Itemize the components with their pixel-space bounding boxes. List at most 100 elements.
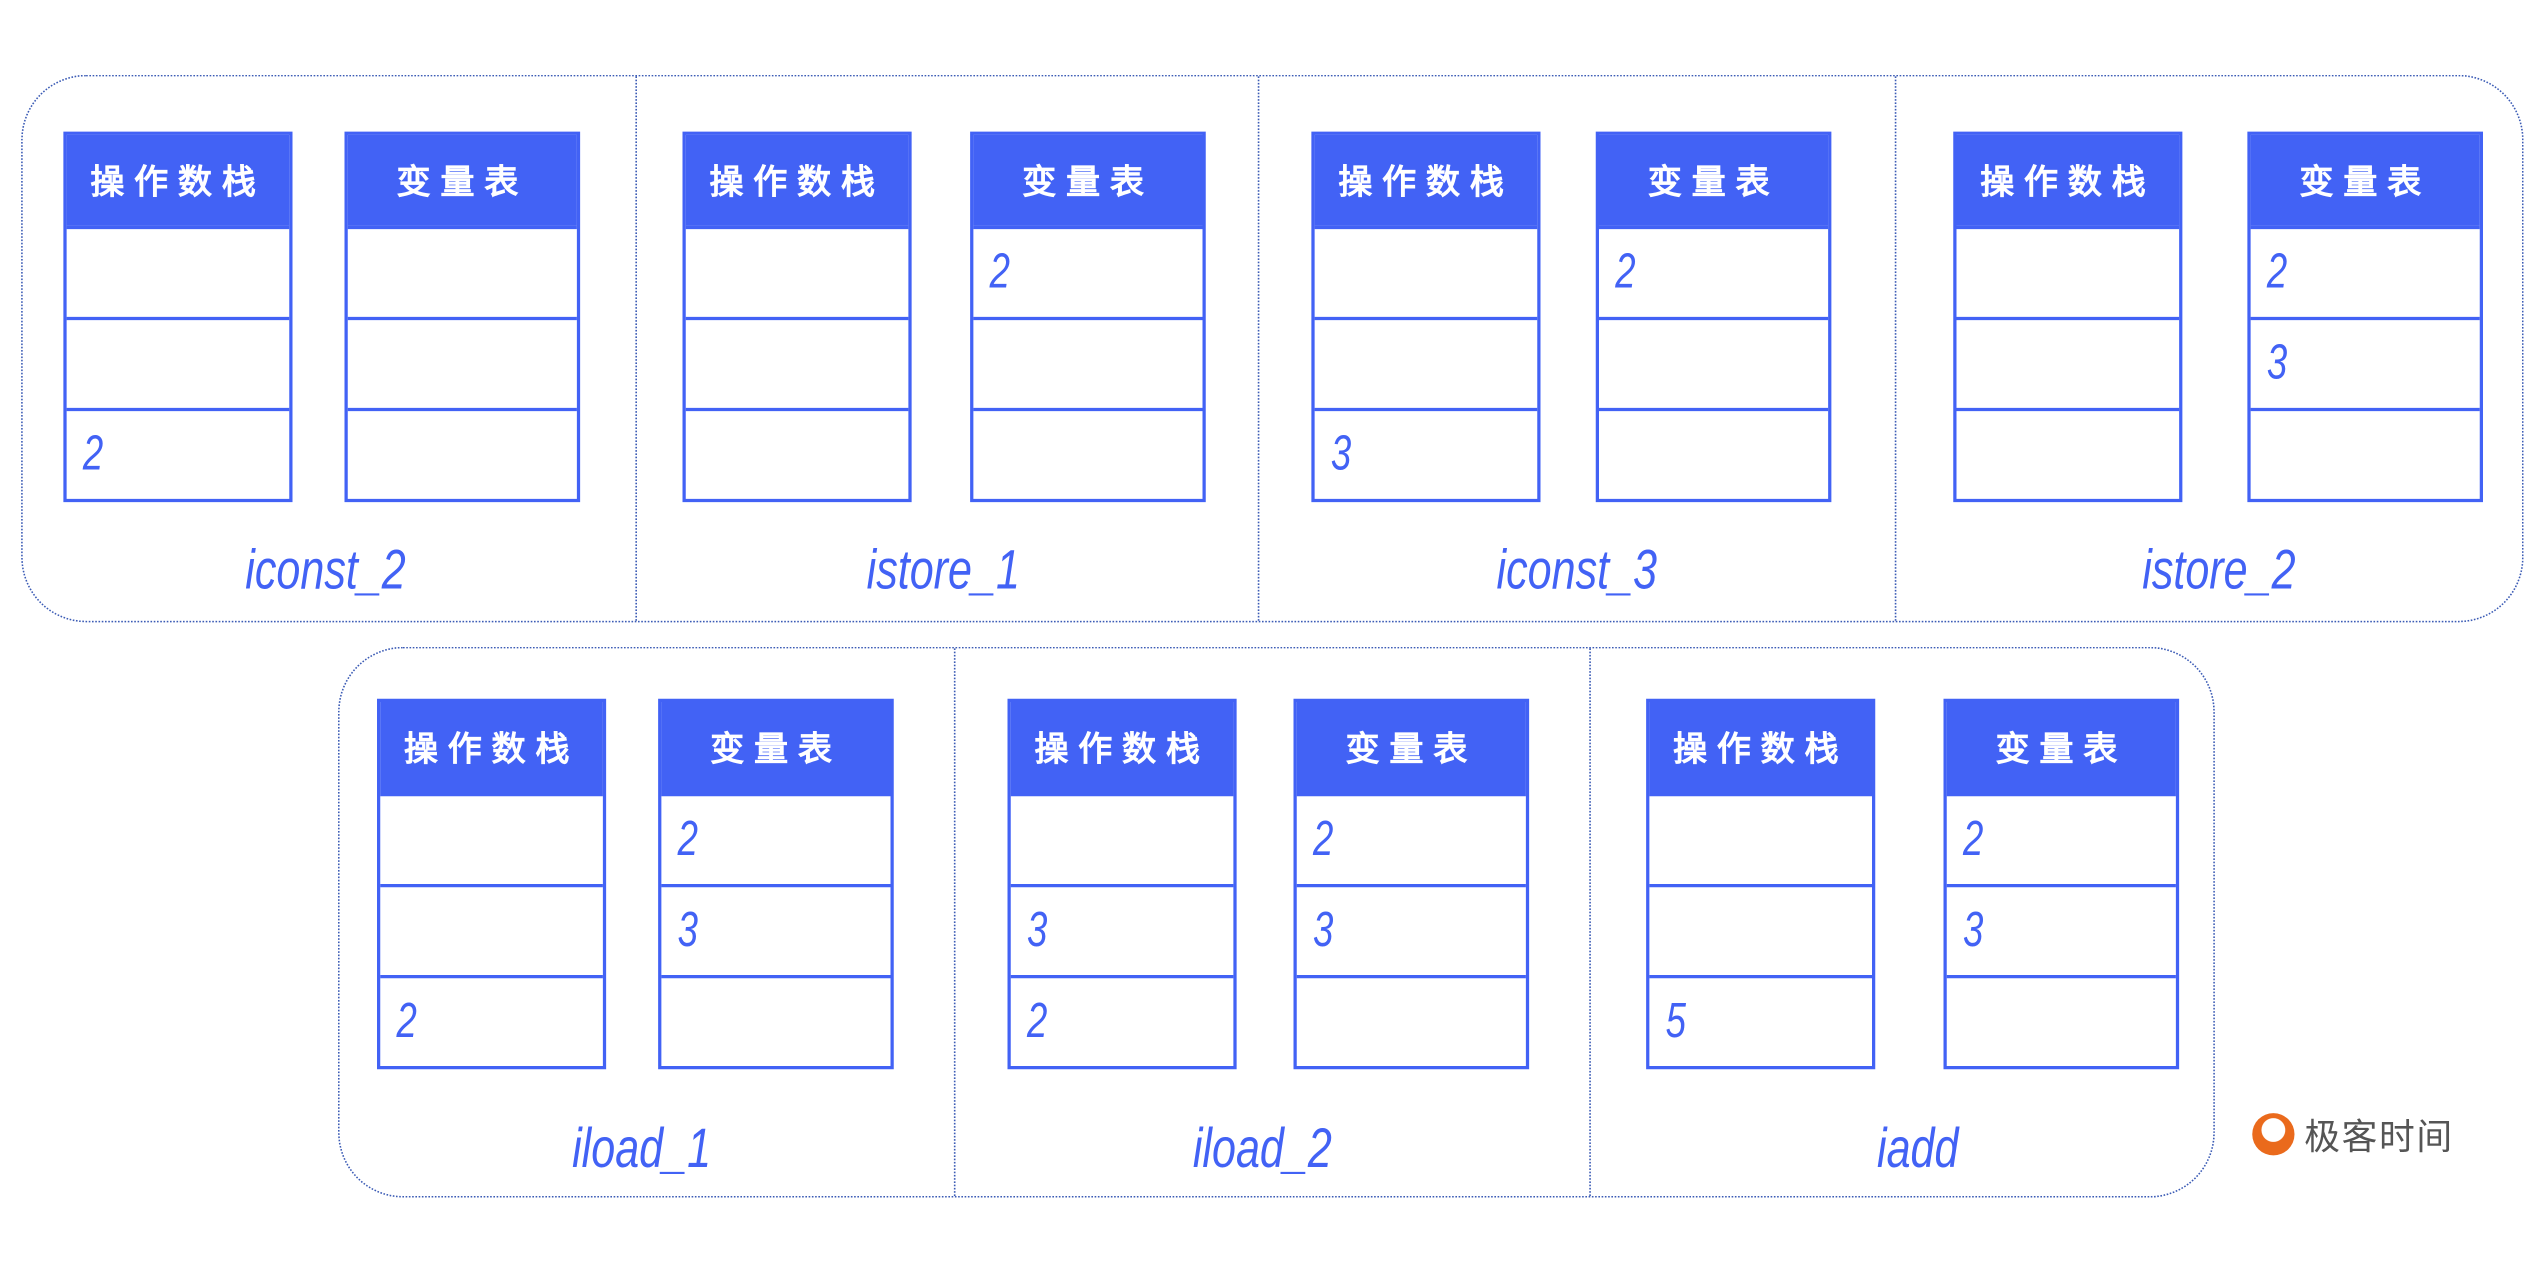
operand-stack-table-slot: 2 — [66, 407, 290, 499]
operand-stack-table-slot — [1649, 884, 1872, 975]
operand-stack-table-slot — [685, 316, 909, 408]
local-variable-table-slot — [1946, 975, 2176, 1066]
section-divider — [953, 648, 956, 1196]
operand-stack-table-value: 2 — [1027, 994, 1048, 1049]
operand-stack-table-slot — [685, 225, 909, 317]
instruction-label: iload_2 — [1019, 1118, 1507, 1181]
local-variable-table-slot — [1599, 407, 1829, 499]
local-variable-table-slot: 3 — [1296, 884, 1526, 975]
local-variable-table-header: 变量表 — [1946, 702, 2176, 793]
brand-name: 极客时间 — [2304, 1118, 2454, 1159]
local-variable-table-header: 变量表 — [2250, 134, 2480, 226]
local-variable-table-slot: 3 — [661, 884, 891, 975]
operand-stack-table-slot — [1956, 407, 2180, 499]
operand-stack-table-value: 3 — [1027, 903, 1048, 958]
operand-stack-table-slot — [66, 225, 290, 317]
local-variable-table-header: 变量表 — [1296, 702, 1526, 793]
local-variable-table-header: 变量表 — [347, 134, 577, 226]
operand-stack-table-header: 操作数栈 — [380, 702, 603, 793]
operand-stack-table-slot: 3 — [1010, 884, 1234, 975]
operand-stack-table: 操作数栈 5 — [1646, 698, 1876, 1070]
instruction-label: iconst_2 — [81, 540, 569, 603]
local-variable-table: 变量表 2 3 — [1293, 698, 1530, 1070]
local-variable-table-header: 变量表 — [1599, 134, 1829, 226]
operand-stack-table-slot: 3 — [1314, 407, 1538, 499]
local-variable-table-slot — [2250, 407, 2480, 499]
operand-stack-table-value: 5 — [1665, 994, 1686, 1049]
section-divider — [635, 76, 637, 621]
local-variable-table-slot: 2 — [2250, 225, 2480, 317]
operand-stack-table-value: 2 — [82, 427, 104, 481]
operand-stack-table-header: 操作数栈 — [1956, 134, 2180, 226]
operand-stack-table: 操作数栈 2 — [377, 698, 607, 1070]
instruction-label: istore_2 — [1974, 540, 2462, 603]
instruction-panel — [21, 74, 2524, 623]
local-variable-table-value: 2 — [677, 812, 698, 867]
operand-stack-table-slot — [1314, 225, 1538, 317]
operand-stack-table: 操作数栈 2 — [63, 131, 293, 503]
local-variable-table-slot: 2 — [1946, 793, 2176, 884]
local-variable-table-slot: 2 — [661, 793, 891, 884]
local-variable-table-slot — [661, 975, 891, 1066]
local-variable-table-slot: 2 — [1599, 225, 1829, 317]
local-variable-table-slot — [973, 407, 1203, 499]
local-variable-table: 变量表 2 — [1595, 131, 1832, 503]
instruction-label: iadd — [1674, 1118, 2162, 1181]
operand-stack-table-value: 2 — [396, 994, 417, 1049]
operand-stack-table: 操作数栈 — [1953, 131, 2183, 503]
local-variable-table-value: 3 — [1963, 903, 1984, 958]
operand-stack-table-header: 操作数栈 — [1010, 702, 1234, 793]
operand-stack-table-value: 3 — [1330, 427, 1352, 481]
local-variable-table-slot — [973, 316, 1203, 408]
local-variable-table-value: 2 — [1963, 812, 1984, 867]
local-variable-table-value: 2 — [989, 245, 1010, 299]
operand-stack-table-slot — [66, 316, 290, 408]
local-variable-table-slot — [347, 225, 577, 317]
operand-stack-table-slot — [1956, 316, 2180, 408]
operand-stack-table-slot: 5 — [1649, 975, 1872, 1066]
local-variable-table-slot — [347, 407, 577, 499]
local-variable-table: 变量表 2 3 — [658, 698, 894, 1070]
operand-stack-table-slot — [1314, 316, 1538, 408]
operand-stack-table: 操作数栈 3 2 — [1007, 698, 1237, 1070]
brand-logo: 极客时间 — [2252, 1108, 2454, 1160]
local-variable-table-header: 变量表 — [661, 702, 891, 793]
local-variable-table: 变量表 — [344, 131, 581, 503]
local-variable-table-value: 3 — [2266, 336, 2288, 390]
instruction-label-text: istore_2 — [2141, 539, 2295, 602]
local-variable-table-value: 3 — [1313, 903, 1334, 958]
section-divider — [1894, 76, 1897, 621]
instruction-label-text: iconst_2 — [244, 539, 406, 602]
operand-stack-table-header: 操作数栈 — [1314, 134, 1538, 226]
operand-stack-table-slot — [1956, 225, 2180, 317]
operand-stack-table-slot: 2 — [1010, 975, 1234, 1066]
local-variable-table-slot: 2 — [1296, 793, 1526, 884]
local-variable-table-slot: 3 — [1946, 884, 2176, 975]
local-variable-table-value: 2 — [1313, 812, 1334, 867]
instruction-label-text: iload_2 — [1193, 1118, 1333, 1180]
operand-stack-table-header: 操作数栈 — [66, 134, 290, 226]
operand-stack-table-header: 操作数栈 — [1649, 702, 1872, 793]
operand-stack-table-slot — [1649, 793, 1872, 884]
local-variable-table-slot: 3 — [2250, 316, 2480, 408]
local-variable-table-value: 2 — [1615, 245, 1636, 299]
instruction-label: iload_1 — [398, 1118, 886, 1181]
section-divider — [1589, 648, 1591, 1196]
operand-stack-table: 操作数栈 — [682, 131, 912, 503]
instruction-label-text: iload_1 — [572, 1118, 712, 1180]
local-variable-table-slot — [1296, 975, 1526, 1066]
operand-stack-table-slot — [685, 407, 909, 499]
instruction-label: iconst_3 — [1333, 540, 1821, 603]
instruction-label-text: iconst_3 — [1495, 539, 1657, 602]
operand-stack-table-slot: 2 — [380, 975, 603, 1066]
instruction-label: istore_1 — [699, 540, 1187, 603]
local-variable-table-value: 3 — [677, 903, 698, 958]
operand-stack-table: 操作数栈 3 — [1311, 131, 1541, 503]
operand-stack-table-slot — [380, 793, 603, 884]
instruction-label-text: istore_1 — [865, 539, 1020, 602]
instruction-panel — [338, 646, 2215, 1198]
section-divider — [1257, 76, 1260, 621]
local-variable-table-slot — [1599, 316, 1829, 408]
